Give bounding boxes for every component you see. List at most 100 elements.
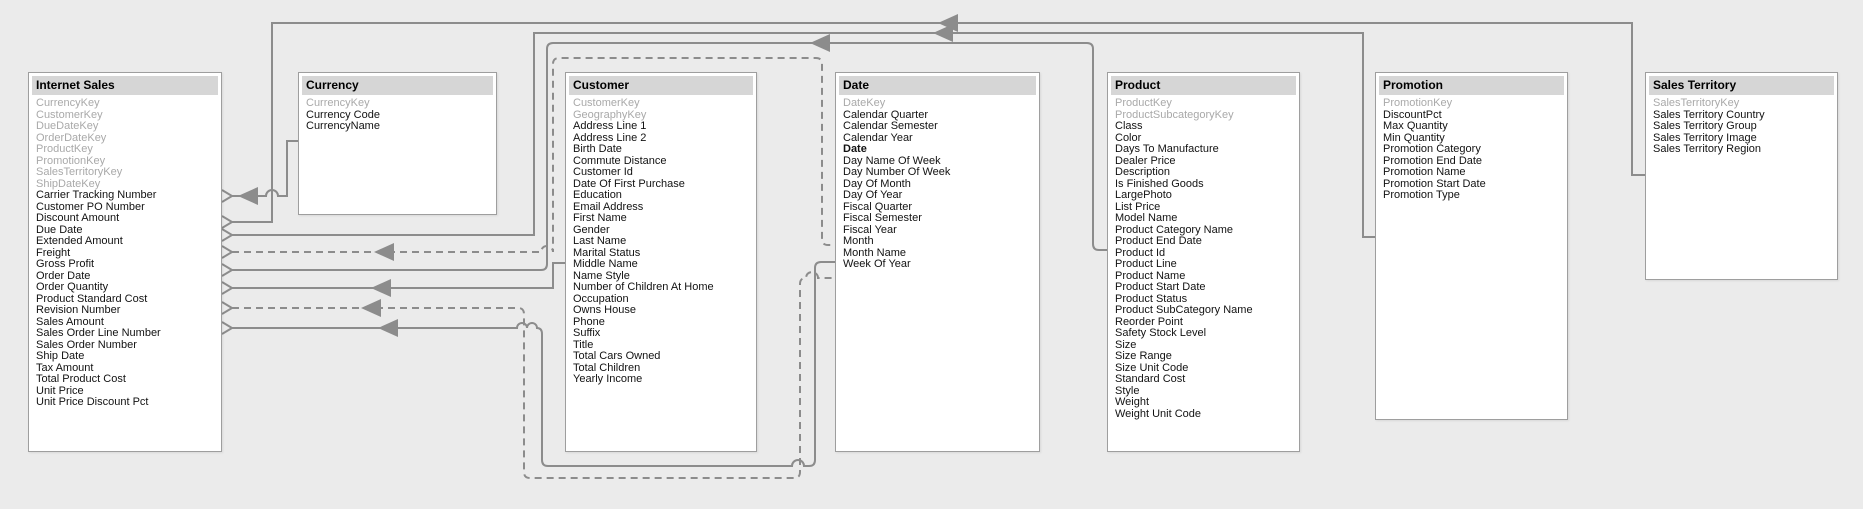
field-item[interactable]: Date — [843, 144, 867, 155]
field-item[interactable]: Title — [573, 339, 594, 351]
field-item[interactable]: DueDateKey — [36, 121, 99, 132]
field-item[interactable]: Freight — [36, 247, 71, 259]
field-item[interactable]: Unit Price — [36, 385, 84, 397]
field-item[interactable]: DiscountPct — [1383, 109, 1442, 121]
field-item[interactable]: Education — [573, 190, 622, 201]
relationship-line[interactable] — [232, 261, 835, 467]
field-item[interactable]: Currency Code — [306, 109, 380, 121]
field-item[interactable]: LargePhoto — [1115, 190, 1172, 201]
rel-internet-sales-date-due[interactable] — [221, 57, 835, 261]
relationship-line[interactable] — [232, 271, 835, 479]
field-item[interactable]: Sales Amount — [36, 316, 104, 328]
field-item[interactable]: Unit Price Discount Pct — [36, 397, 149, 408]
field-item[interactable]: Color — [1115, 132, 1142, 144]
field-item[interactable]: Owns House — [573, 305, 636, 316]
field-item[interactable]: CustomerKey — [573, 98, 640, 109]
field-item[interactable]: Weight Unit Code — [1115, 408, 1202, 420]
field-item[interactable]: Name Style — [573, 270, 630, 282]
field-item[interactable]: Order Quantity — [36, 282, 109, 293]
field-item[interactable]: Email Address — [573, 201, 644, 213]
field-item[interactable]: Max Quantity — [1383, 121, 1448, 132]
field-item[interactable]: Ship Date — [36, 351, 85, 362]
field-item[interactable]: PromotionKey — [1383, 98, 1453, 109]
field-item[interactable]: Customer Id — [573, 167, 633, 178]
field-item[interactable]: Reorder Point — [1115, 316, 1183, 328]
field-item[interactable]: CurrencyKey — [306, 98, 370, 109]
field-item[interactable]: Number of Children At Home — [573, 282, 714, 293]
field-item[interactable]: Weight — [1115, 397, 1150, 408]
field-item[interactable]: Min Quantity — [1383, 132, 1445, 144]
field-item[interactable]: Sales Order Number — [36, 339, 137, 351]
field-item[interactable]: Gender — [573, 224, 610, 236]
field-item[interactable]: Standard Cost — [1115, 374, 1186, 385]
field-item[interactable]: Is Finished Goods — [1115, 178, 1204, 190]
field-item[interactable]: Product Id — [1115, 247, 1166, 259]
field-item[interactable]: Calendar Quarter — [843, 109, 928, 121]
field-item[interactable]: Sales Territory Country — [1653, 109, 1765, 121]
field-item[interactable]: Product Category Name — [1115, 224, 1233, 236]
rel-internet-sales-product[interactable] — [221, 34, 1107, 277]
field-item[interactable]: SalesTerritoryKey — [1653, 98, 1740, 109]
field-item[interactable]: CustomerKey — [36, 109, 103, 121]
table-title-product[interactable]: Product — [1111, 76, 1296, 95]
field-item[interactable]: Order Date — [36, 270, 91, 282]
field-item[interactable]: Size Range — [1115, 351, 1172, 362]
field-item[interactable]: Revision Number — [36, 305, 121, 316]
field-item[interactable]: Yearly Income — [573, 374, 643, 385]
field-item[interactable]: Gross Profit — [36, 259, 95, 270]
field-item[interactable]: Address Line 2 — [573, 132, 647, 144]
field-item[interactable]: Product SubCategory Name — [1115, 305, 1253, 316]
field-item[interactable]: Sales Order Line Number — [36, 328, 161, 339]
field-item[interactable]: Occupation — [573, 293, 629, 305]
field-item[interactable]: Description — [1115, 167, 1171, 178]
rel-internet-sales-customer[interactable] — [221, 262, 565, 297]
field-item[interactable]: Discount Amount — [36, 213, 120, 224]
field-item[interactable]: ShipDateKey — [36, 178, 101, 190]
field-item[interactable]: Week Of Year — [843, 259, 911, 270]
field-item[interactable]: Carrier Tracking Number — [36, 190, 157, 201]
field-item[interactable]: Middle Name — [573, 259, 638, 270]
field-item[interactable]: Dealer Price — [1115, 155, 1176, 167]
field-item[interactable]: Commute Distance — [573, 155, 667, 167]
field-item[interactable]: CurrencyKey — [36, 98, 100, 109]
field-item[interactable]: Calendar Semester — [843, 121, 938, 132]
field-item[interactable]: CurrencyName — [306, 121, 380, 132]
field-item[interactable]: ProductKey — [1115, 98, 1172, 109]
field-item[interactable]: First Name — [573, 213, 627, 224]
rel-internet-sales-date-ship[interactable] — [221, 271, 835, 479]
field-item[interactable]: Product Line — [1115, 259, 1177, 270]
field-item[interactable]: Promotion Name — [1383, 167, 1466, 178]
field-item[interactable]: Fiscal Quarter — [843, 201, 913, 213]
field-item[interactable]: Day Of Month — [843, 178, 911, 190]
field-item[interactable]: Product Name — [1115, 270, 1186, 282]
field-item[interactable]: Product Standard Cost — [36, 293, 148, 305]
field-item[interactable]: Day Of Year — [843, 190, 903, 201]
field-item[interactable]: Sales Territory Region — [1653, 144, 1762, 155]
table-title-currency[interactable]: Currency — [302, 76, 493, 95]
field-item[interactable]: ProductKey — [36, 144, 93, 155]
field-item[interactable]: Days To Manufacture — [1115, 144, 1219, 155]
field-item[interactable]: Size Unit Code — [1115, 362, 1189, 374]
field-item[interactable]: Address Line 1 — [573, 121, 647, 132]
table-title-internet-sales[interactable]: Internet Sales — [32, 76, 218, 95]
field-item[interactable]: SalesTerritoryKey — [36, 167, 123, 178]
field-item[interactable]: ProductSubcategoryKey — [1115, 109, 1234, 121]
field-item[interactable]: Suffix — [573, 328, 601, 339]
field-item[interactable]: Day Name Of Week — [843, 155, 941, 167]
field-item[interactable]: Last Name — [573, 236, 627, 247]
field-item[interactable]: Class — [1115, 121, 1143, 132]
field-item[interactable]: Fiscal Year — [843, 224, 897, 236]
field-item[interactable]: Phone — [573, 316, 605, 328]
field-item[interactable]: Marital Status — [573, 247, 641, 259]
field-item[interactable]: Sales Territory Group — [1653, 121, 1757, 132]
field-item[interactable]: DateKey — [843, 98, 886, 109]
table-title-date[interactable]: Date — [839, 76, 1036, 95]
table-title-customer[interactable]: Customer — [569, 76, 753, 95]
field-item[interactable]: GeographyKey — [573, 109, 647, 121]
